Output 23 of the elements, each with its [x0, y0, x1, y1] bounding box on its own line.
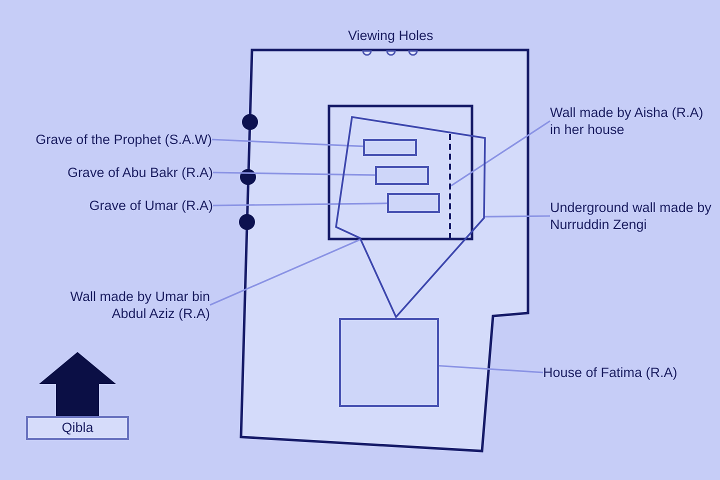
- leader-line: [484, 215, 550, 218]
- leader-line: [212, 202, 388, 206]
- house-outline: [339, 318, 439, 407]
- grave-label: Grave of the Prophet (S.A.W): [36, 131, 212, 148]
- leader-line: [212, 138, 364, 148]
- direction-label: Qibla: [26, 416, 129, 440]
- house-label: House of Fatima (R.A): [543, 364, 678, 381]
- label-text: Viewing Holes: [348, 27, 434, 44]
- grave-label: Grave of Abu Bakr (R.A): [67, 164, 213, 181]
- wall-label: Underground wall made by Nurruddin Zengi: [550, 199, 716, 233]
- leader-line: [450, 120, 550, 187]
- grave-box: [363, 139, 417, 156]
- grave-box: [387, 193, 440, 213]
- grave-label: Grave of Umar (R.A): [89, 197, 213, 214]
- leader-line: [438, 364, 544, 374]
- wall-label: Wall made by Umar bin Abdul Aziz (R.A): [60, 288, 210, 322]
- leader-line: [210, 238, 361, 306]
- grave-box: [375, 166, 429, 185]
- leader-line: [212, 172, 376, 176]
- dashed-wall-line: [449, 134, 451, 239]
- wall-label: Wall made by Aisha (R.A) in her house: [550, 104, 716, 138]
- pentagonal-wall: [336, 117, 486, 318]
- block-arrow: [39, 352, 116, 416]
